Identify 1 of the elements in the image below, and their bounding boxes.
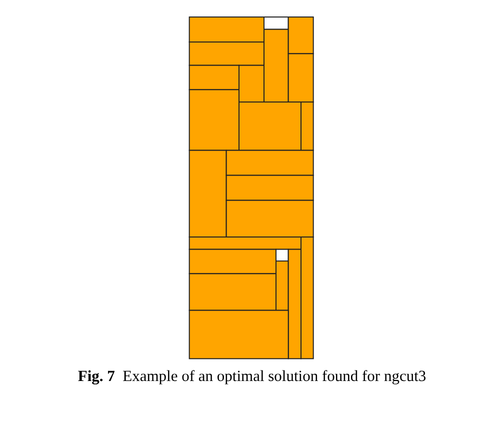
figure-caption: Fig. 7 Example of an optimal solution found for ngcut3: [76, 368, 428, 386]
